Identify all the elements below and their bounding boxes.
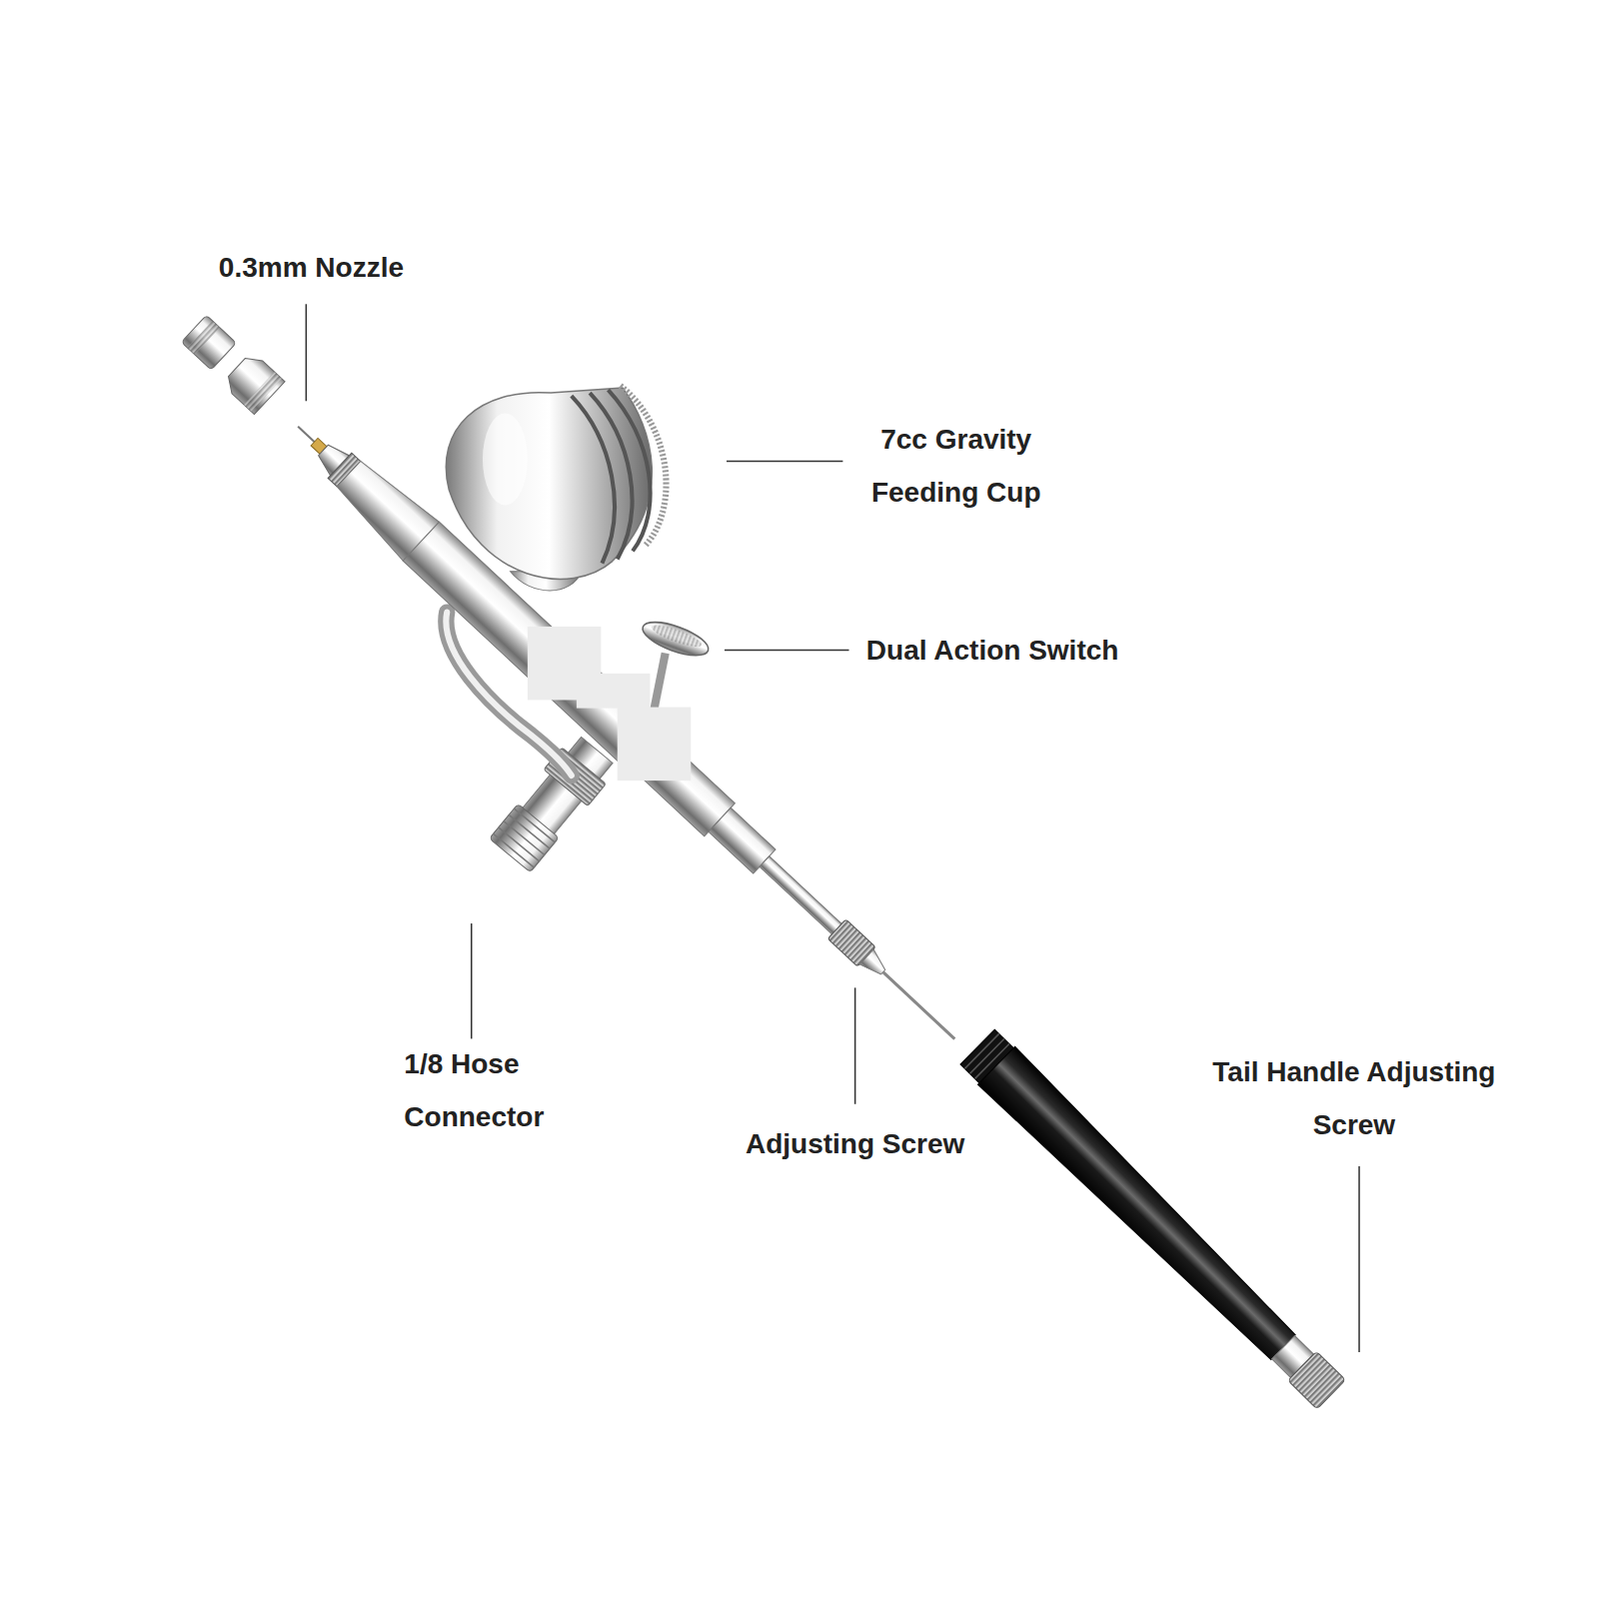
gravity-cup — [445, 385, 666, 591]
leader-line — [724, 649, 850, 652]
part-label: Tail Handle Adjusting Screw — [1211, 1045, 1498, 1152]
dual-action-trigger — [638, 615, 713, 663]
leader-line — [726, 460, 843, 463]
leader-line — [470, 923, 473, 1039]
part-label: Dual Action Switch — [866, 623, 1194, 677]
leader-line — [854, 987, 857, 1104]
part-label: 0.3mm Nozzle — [178, 240, 444, 294]
trigger-stem — [652, 652, 665, 714]
blur-patch — [576, 673, 651, 709]
part-label: Adjusting Screw — [701, 1117, 1008, 1171]
leader-line — [1358, 1166, 1361, 1353]
leader-lines — [305, 303, 1360, 1353]
part-label: 7cc Gravity Feeding Cup — [833, 412, 1079, 519]
leader-line — [305, 303, 308, 401]
nozzle-cap — [180, 314, 236, 370]
part-label: 1/8 Hose Connector — [403, 1037, 588, 1144]
nozzle-cap — [221, 350, 285, 414]
blur-patch — [617, 707, 692, 782]
